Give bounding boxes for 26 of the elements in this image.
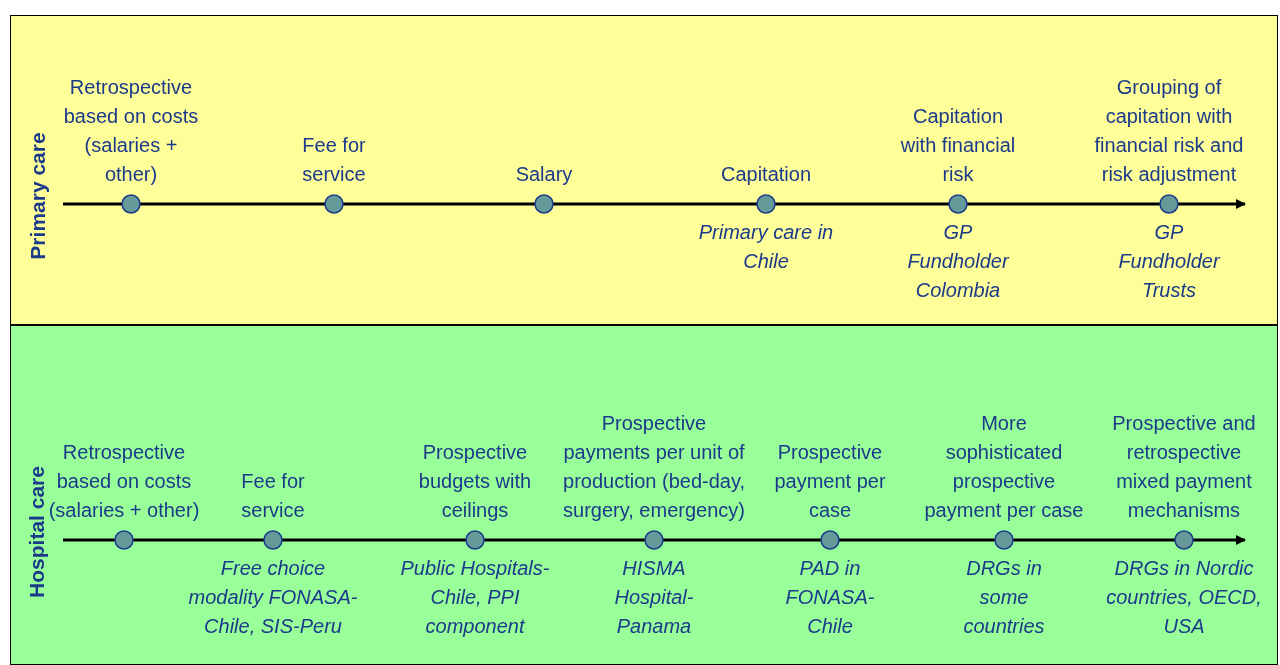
example-caption: Free choice modality FONASA-Chile, SIS-Peru <box>187 556 359 639</box>
band-panel <box>10 15 1278 325</box>
payment-method-label: Capitation with financial risk <box>899 104 1017 187</box>
band-title: Hospital care <box>24 466 49 598</box>
payment-method-label: Prospective payments per unit of production (bed-day, surgery, emergency) <box>562 411 746 523</box>
payment-method-label: Prospective payment per case <box>773 440 887 523</box>
example-caption: PAD in FONASA-Chile <box>784 556 876 639</box>
payment-method-label: Fee for service <box>301 133 367 187</box>
example-caption: HISMA Hospital-Panama <box>613 556 695 639</box>
band-title: Primary care <box>25 132 50 260</box>
example-caption: GP Fundholder Colombia <box>906 220 1011 303</box>
payment-method-label: Retrospective based on costs (salaries + other) <box>62 75 200 187</box>
payment-method-label: Salary <box>514 162 574 187</box>
payment-method-label: Fee for service <box>240 469 306 523</box>
payment-method-label: Capitation <box>719 162 813 187</box>
example-caption: DRGs in some countries <box>962 556 1046 639</box>
payment-method-label: More sophisticated prospective payment per case <box>924 411 1084 523</box>
payment-method-label: Prospective and retrospective mixed payment mechanisms <box>1111 411 1257 523</box>
band-panel <box>10 325 1278 665</box>
example-caption: Primary care in Chile <box>697 220 835 274</box>
example-caption: DRGs in Nordic countries, OECD, USA <box>1105 556 1263 639</box>
payment-method-label: Prospective budgets with ceilings <box>417 440 533 523</box>
payment-method-label: Retrospective based on costs (salaries + other) <box>48 440 201 523</box>
example-caption: Public Hospitals-Chile, PPI component <box>399 556 551 639</box>
payment-method-label: Grouping of capitation with financial risk and risk adjustment <box>1093 75 1245 187</box>
example-caption: GP Fundholder Trusts <box>1117 220 1222 303</box>
